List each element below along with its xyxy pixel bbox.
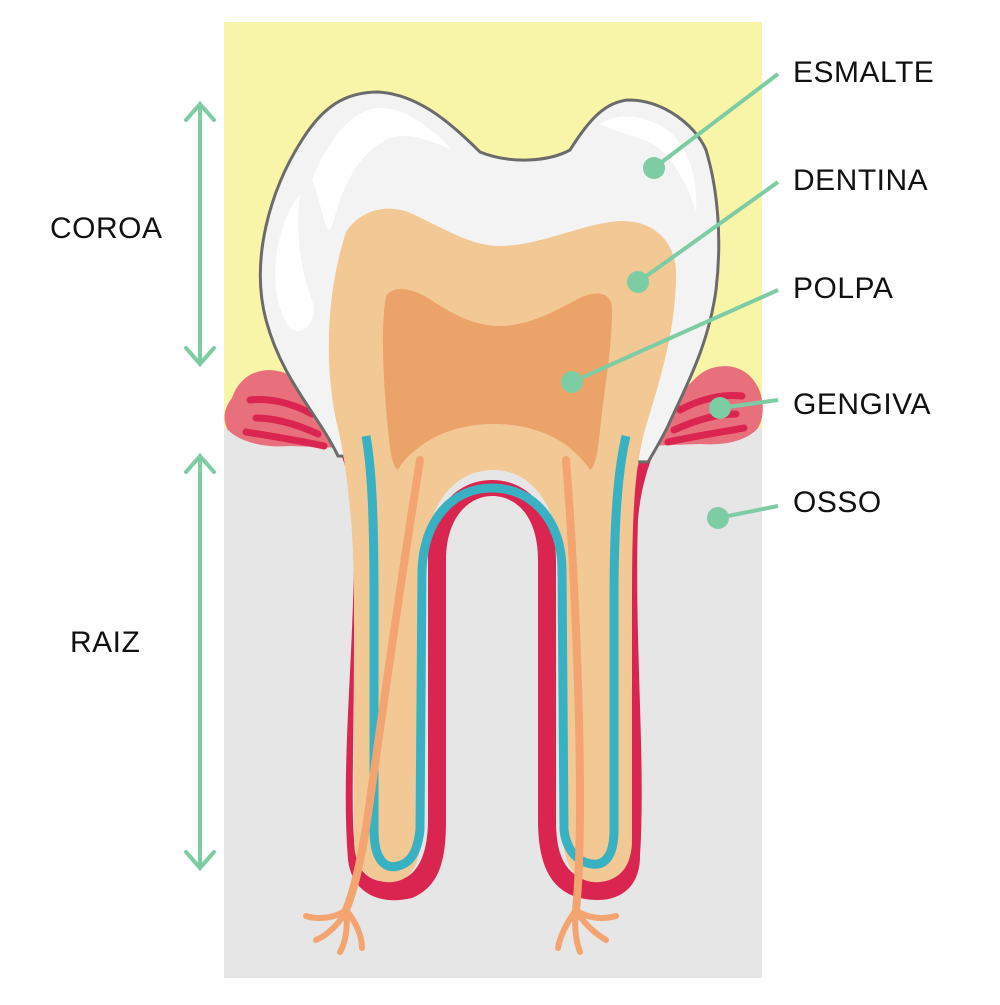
gum-right [644, 366, 763, 446]
nerve-right [562, 456, 585, 914]
root-canal-left [398, 430, 590, 500]
root-height-arrow [184, 452, 216, 872]
pointer-dentina [627, 180, 780, 293]
cementum-line [361, 434, 631, 872]
enamel-highlight-left-edge [275, 194, 314, 331]
crown-height-arrow [184, 100, 216, 368]
pointer-esmalte [643, 72, 780, 179]
label-esmalte: ESMALTE [793, 56, 935, 89]
enamel-highlight [312, 107, 452, 230]
nerve-right-branches [555, 907, 619, 955]
pointer-polpa [561, 288, 779, 393]
bone-region [224, 428, 762, 978]
label-osso: OSSO [793, 486, 882, 519]
pointer-osso [707, 504, 779, 529]
nerve-left-branches [303, 907, 365, 955]
nerve-left [342, 456, 424, 914]
enamel-highlight-right [600, 116, 697, 212]
label-polpa: POLPA [793, 272, 894, 305]
gum-right-folds [664, 392, 748, 446]
label-gengiva: GENGIVA [793, 388, 931, 421]
gum-left [224, 370, 346, 448]
label-dentina: DENTINA [793, 164, 929, 197]
pulp [382, 288, 612, 470]
pointer-gengiva [709, 397, 779, 419]
gum-left-folds [242, 396, 328, 450]
label-coroa: COROA [50, 212, 163, 245]
label-raiz: RAIZ [70, 626, 141, 659]
